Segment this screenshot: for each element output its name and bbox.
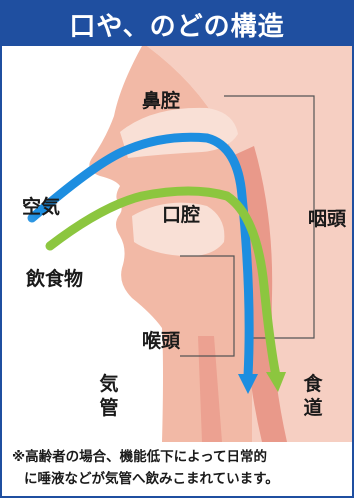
label-larynx: 喉頭 [142,332,180,351]
label-trachea: 気管 [98,372,120,420]
label-oral-cavity: 口腔 [162,206,200,225]
label-nasal-cavity: 鼻腔 [142,92,180,111]
title-bar: 口や、のどの構造 [2,2,352,46]
label-food: 飲食物 [26,270,83,289]
label-esophagus: 食道 [302,372,324,420]
footnote-line-2: に唾液などが気管へ飲みこまれています。 [12,468,346,490]
label-air: 空気 [22,198,60,217]
footnote: ※高齢者の場合、機能低下によって日常的 に唾液などが気管へ飲みこまれています。 [12,446,346,490]
label-pharynx: 咽頭 [308,210,346,229]
title: 口や、のどの構造 [69,6,284,43]
footnote-line-1: ※高齢者の場合、機能低下によって日常的 [12,446,346,468]
